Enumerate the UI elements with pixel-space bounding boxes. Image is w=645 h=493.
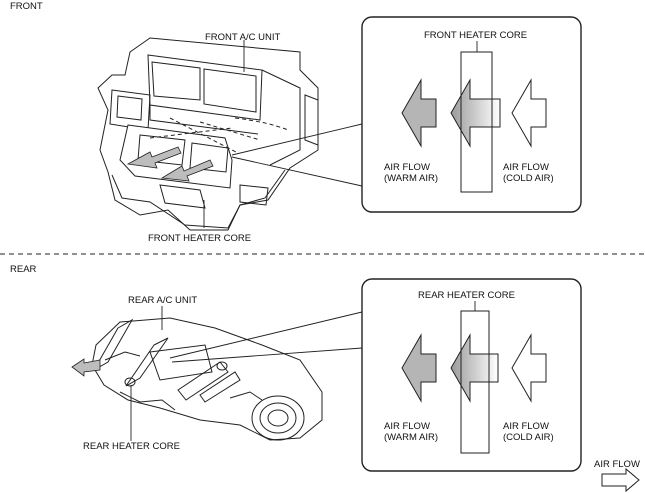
front-section-label: FRONT: [10, 1, 43, 12]
rear-cold-airflow-label: AIR FLOW (COLD AIR): [503, 421, 554, 443]
airflow-legend-arrow-icon: [601, 467, 640, 493]
rear-warm-airflow-arrow: [71, 358, 101, 377]
front-core-arrow: [450, 78, 501, 148]
front-callout-lines: [203, 40, 363, 228]
front-cold-air-arrow: [511, 78, 547, 148]
front-ac-unit-drawing: [97, 37, 319, 231]
rear-section-label: REAR: [10, 264, 37, 275]
rear-ac-unit-label: REAR A/C UNIT: [128, 295, 197, 306]
front-warm-airflow-label: AIR FLOW (WARM AIR): [384, 162, 438, 184]
rear-warm-air-arrow: [401, 333, 437, 403]
rear-warm-airflow-label: AIR FLOW (WARM AIR): [384, 421, 438, 443]
front-warm-air-arrow: [401, 78, 437, 148]
front-detail-core-label: FRONT HEATER CORE: [424, 30, 527, 41]
front-heater-core-label: FRONT HEATER CORE: [148, 233, 251, 244]
airflow-legend-label: AIR FLOW: [594, 459, 640, 470]
rear-cold-air-arrow: [511, 333, 547, 403]
rear-heater-core-label: REAR HEATER CORE: [83, 441, 180, 452]
rear-core-arrow: [450, 333, 499, 403]
rear-detail-core-label: REAR HEATER CORE: [418, 290, 515, 301]
front-ac-unit-label: FRONT A/C UNIT: [205, 32, 280, 43]
front-cold-airflow-label: AIR FLOW (COLD AIR): [503, 162, 554, 184]
front-heater-core-rect: [460, 51, 493, 193]
rear-callout-lines: [130, 306, 363, 441]
rear-heater-core-rect: [460, 310, 490, 454]
rear-ac-unit-drawing: [91, 317, 323, 441]
rear-detail-inset: REAR HEATER CORE AIR FLOW (WARM AIR) AIR…: [361, 278, 582, 472]
front-detail-inset: FRONT HEATER CORE AIR FLOW (WARM AIR) AI…: [361, 16, 582, 213]
airflow-legend: AIR FLOW: [594, 459, 640, 493]
front-warm-airflow-arrows: [126, 146, 214, 182]
